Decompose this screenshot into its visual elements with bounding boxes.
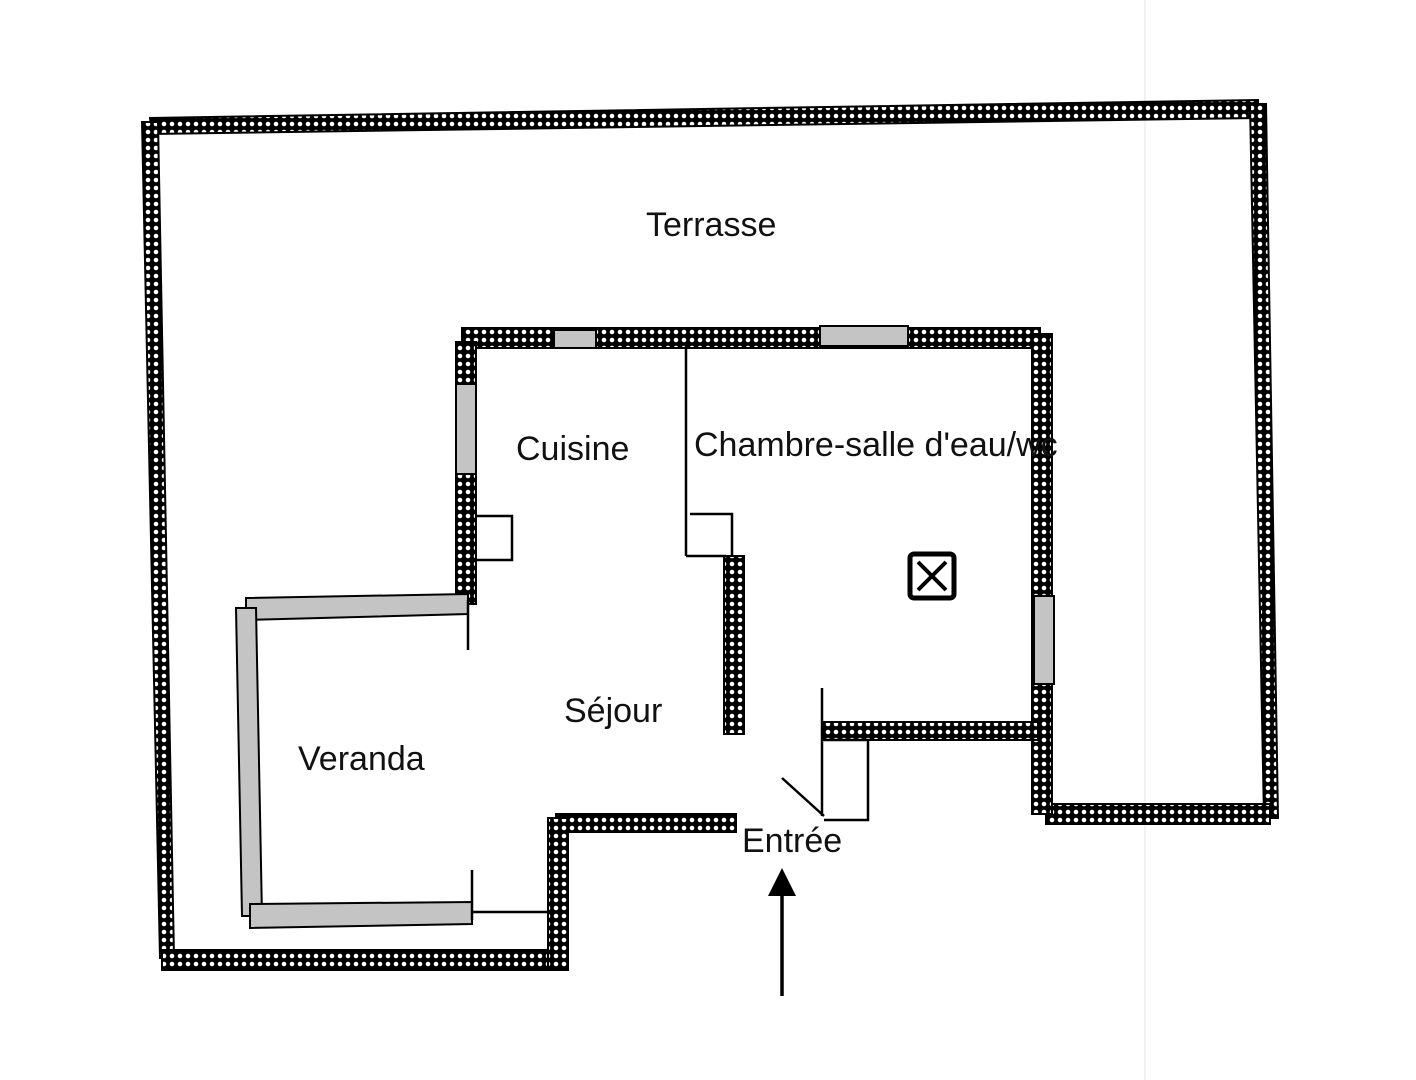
south-wall-step xyxy=(547,817,569,971)
kitchen-window-top xyxy=(553,329,597,349)
outer-wall-top xyxy=(148,98,1259,136)
south-wall xyxy=(555,813,737,833)
house-walls xyxy=(455,327,1053,971)
house-wall-top xyxy=(461,327,1041,349)
label-entree: Entrée xyxy=(742,822,842,860)
house-wall-right xyxy=(1031,333,1053,815)
label-sejour: Séjour xyxy=(564,692,662,730)
veranda-glass-bottom xyxy=(249,900,473,930)
veranda-glass-left xyxy=(234,607,264,917)
label-cuisine: Cuisine xyxy=(516,430,629,468)
terrace-outer-wall xyxy=(140,98,1280,971)
label-chambre: Chambre-salle d'eau/wc xyxy=(694,426,1058,464)
arrow-up-icon xyxy=(768,868,796,996)
outer-wall-left xyxy=(140,121,176,959)
windows xyxy=(234,325,1055,930)
label-veranda: Veranda xyxy=(298,740,425,778)
outer-wall-right xyxy=(1248,103,1280,819)
bedroom-window-top xyxy=(819,325,909,347)
outer-wall-bottom-left xyxy=(161,949,559,971)
veranda-glass-top xyxy=(245,592,469,622)
partition-box xyxy=(690,512,734,556)
bedroom-window-right xyxy=(1033,595,1055,685)
bedroom-wall-bottom xyxy=(823,721,1039,741)
interior-lines xyxy=(466,346,870,920)
partition-wall xyxy=(723,555,745,735)
kitchen-box-left xyxy=(476,514,514,562)
closet-outline xyxy=(824,738,870,822)
entrance-door-leaf xyxy=(781,777,825,817)
outer-wall-bottom-right xyxy=(1045,803,1271,825)
kitchen-window-left xyxy=(455,383,477,475)
label-terrasse: Terrasse xyxy=(646,206,776,244)
boxed-x-icon xyxy=(907,551,957,601)
